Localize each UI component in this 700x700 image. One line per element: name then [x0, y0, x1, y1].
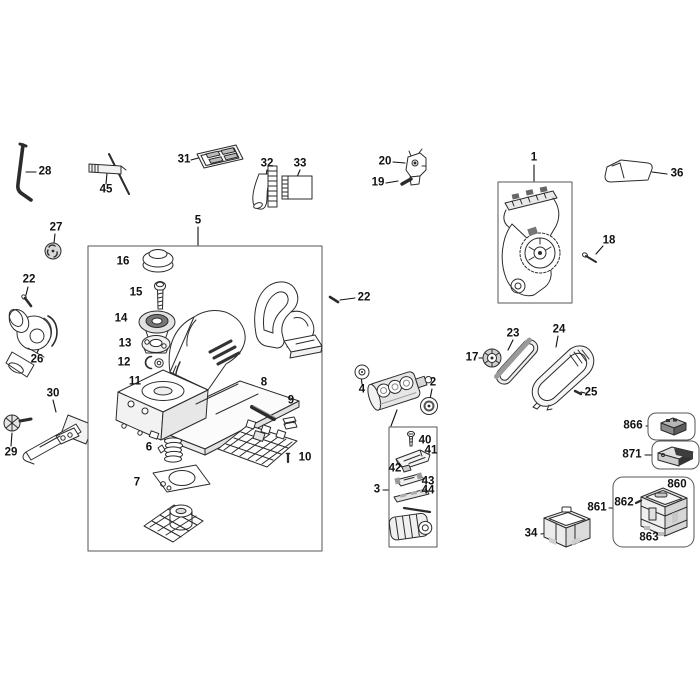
part-26-dust-adapter [5, 309, 58, 378]
part-13-ring-dial [141, 335, 171, 354]
part-7-plate [152, 464, 211, 493]
part-kit-drum [388, 512, 433, 541]
part-45-blade-wrench [88, 153, 130, 195]
part-14-depth-knob [138, 310, 176, 343]
part-18-screw [582, 252, 597, 263]
part-24-belt-cover [531, 345, 595, 411]
part-2-pulley-washer [420, 397, 438, 415]
part-862-screw [634, 499, 643, 505]
part-30-fence [22, 414, 94, 465]
part-41-blade-clamp [395, 449, 431, 470]
part-cutter-drum [367, 371, 433, 411]
part-4-washer [354, 364, 370, 380]
part-42-adjuster [401, 464, 412, 473]
part-36-shoe-cover [604, 159, 653, 183]
part-44-blade [393, 488, 432, 514]
part-871-charger-box [651, 440, 700, 470]
part-sole-plate [217, 419, 298, 468]
part-40-screw [407, 430, 415, 447]
part-15-bolt [154, 281, 166, 310]
part-19-screw [400, 177, 413, 186]
part-34-tray [543, 506, 591, 548]
part-6-spring [164, 437, 183, 463]
part-32-dust-chute [252, 165, 278, 210]
part-base-cover [143, 504, 204, 543]
part-23-belt [494, 337, 539, 385]
part-16-cap [142, 249, 174, 273]
part-33-dust-bag [281, 175, 313, 200]
part-43-blade-holder [394, 472, 425, 487]
part-8-rod [250, 405, 276, 421]
part-29-thumb-screw [3, 414, 33, 432]
part-31-blade-set [196, 144, 244, 169]
part-27-knob [44, 242, 62, 260]
part-22-screw-right [328, 295, 340, 304]
part-10-screw [285, 452, 291, 464]
part-866-battery-box [647, 412, 696, 441]
part-860-kitbox [640, 487, 688, 537]
part-rear-handle [254, 281, 323, 359]
part-28-hex-key [16, 142, 33, 202]
part-9-clip [282, 416, 298, 430]
part-25-screw [573, 389, 583, 396]
part-22-screw-left [21, 294, 33, 308]
part-1-drive-assembly [497, 181, 573, 304]
part-17-pulley [482, 348, 502, 368]
part-12-clip-washer [144, 355, 164, 370]
